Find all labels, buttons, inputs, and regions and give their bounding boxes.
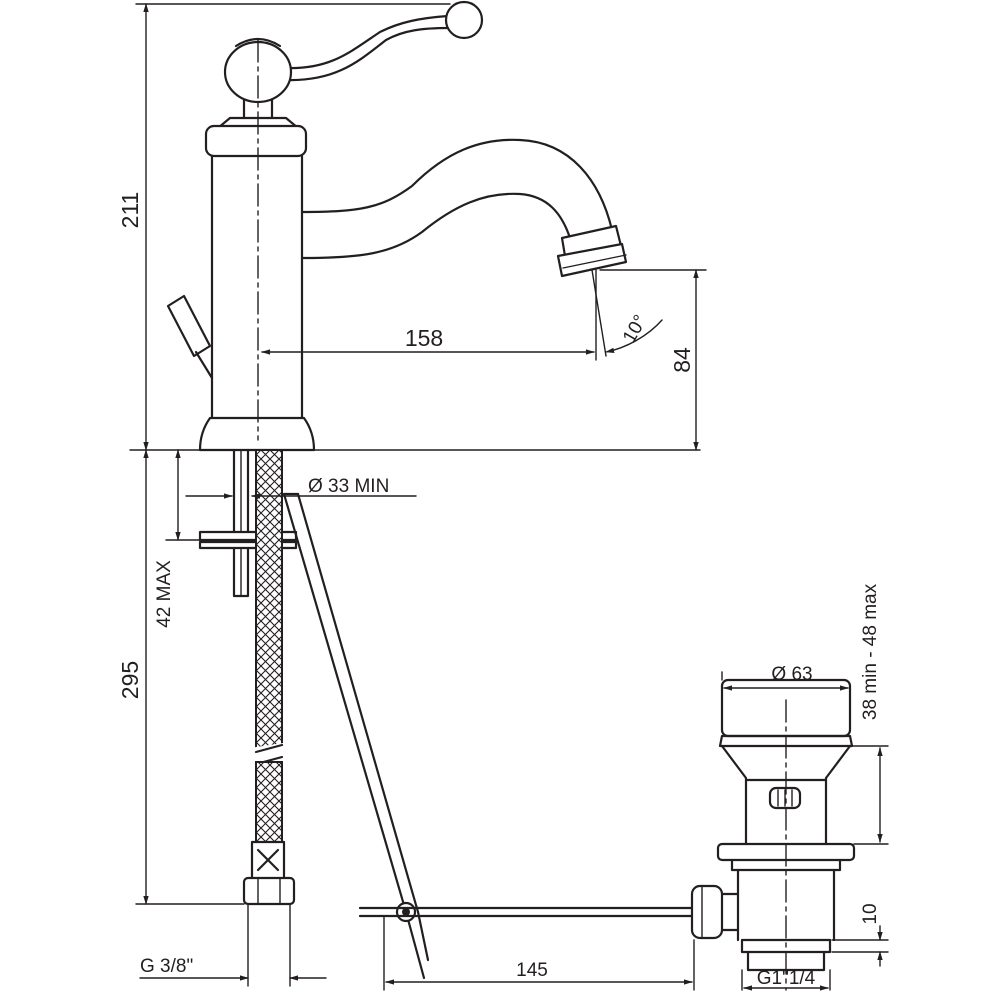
- waste-body: [720, 744, 852, 846]
- body-base: [198, 416, 316, 452]
- dim-supply-thread: G 3/8": [140, 956, 193, 977]
- waste-linkage-boss: [690, 884, 724, 940]
- pop-up-waste: [690, 678, 856, 991]
- dim-supply-length: 295: [117, 661, 143, 699]
- dim-total-height: 211: [117, 192, 143, 229]
- dim-reach: 158: [405, 325, 443, 351]
- dim-waste-range: 38 min - 48 max: [860, 583, 881, 720]
- spout: [300, 138, 614, 232]
- faucet: [166, 0, 628, 452]
- handle-lever: [282, 14, 450, 70]
- pull-rod: [282, 492, 420, 914]
- hose-nut: [242, 876, 296, 906]
- dim-deck-thickness: 42 MAX: [154, 560, 175, 628]
- dim-spout-angle: 10°: [619, 312, 652, 347]
- handle-ball: [444, 0, 484, 40]
- dim-waste-diameter: Ø 63: [771, 664, 812, 685]
- body-column: [210, 154, 304, 420]
- dimensions: 211 158 84 10° Ø 33 MIN 42 MAX 295 G 3/8…: [117, 3, 889, 991]
- braided-hose: [255, 449, 283, 751]
- under-deck: [198, 448, 696, 980]
- dim-waste-thread: G1"1/4: [757, 968, 816, 989]
- dim-hole-diameter: Ø 33 MIN: [308, 476, 389, 497]
- dim-rod-length: 145: [516, 960, 548, 981]
- body-collar: [204, 124, 308, 158]
- linkage-rod: [358, 906, 696, 918]
- dim-waste-nut: 10: [860, 903, 881, 924]
- popup-lever: [166, 294, 212, 358]
- dim-outlet-height: 84: [669, 347, 695, 373]
